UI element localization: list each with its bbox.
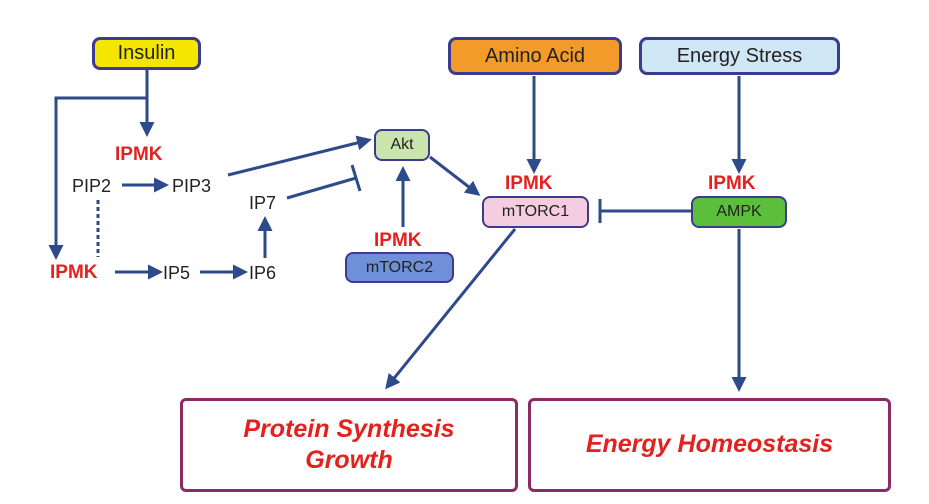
mtorc2-box: mTORC2 [345, 252, 454, 283]
arrow-insulin-to-ipmk-left [48, 96, 147, 260]
energy-stress-label: Energy Stress [676, 44, 803, 67]
pip2-label: PIP2 [72, 176, 112, 196]
mtorc1-label: mTORC1 [501, 203, 570, 220]
mtorc1-box: mTORC1 [482, 196, 589, 228]
protein-synthesis-line2: Growth [305, 446, 393, 474]
arrow-pip3-to-akt [227, 135, 372, 177]
energy-stress-box: Energy Stress [639, 37, 840, 75]
ip7-label: IP7 [249, 193, 277, 213]
ipmk-label-ip: IPMK [50, 262, 98, 283]
energy-homeostasis-label: Energy Homeostasis [585, 430, 834, 459]
ip6-label: IP6 [249, 263, 277, 283]
akt-label: Akt [390, 136, 414, 153]
ampk-label: AMPK [716, 203, 762, 220]
ipmk-label-pip: IPMK [115, 144, 163, 165]
amino-acid-label: Amino Acid [484, 44, 586, 67]
energy-homeostasis-box: Energy Homeostasis [528, 398, 891, 492]
arrow-akt-to-mtorc1 [429, 155, 481, 196]
ipmk-label-ampk: IPMK [708, 173, 756, 194]
insulin-box: Insulin [92, 37, 201, 70]
amino-acid-box: Amino Acid [448, 37, 622, 75]
inhibit-ip7-akt [286, 164, 362, 200]
mtorc2-label: mTORC2 [365, 258, 434, 276]
ampk-box: AMPK [691, 196, 787, 228]
akt-box: Akt [374, 129, 430, 161]
ip5-label: IP5 [163, 263, 191, 283]
insulin-label: Insulin [117, 42, 176, 64]
inhibit-ampk-mtorc1 [598, 199, 691, 223]
ipmk-label-mtorc2: IPMK [374, 230, 422, 251]
protein-synthesis-line1: Protein Synthesis [243, 414, 455, 443]
ipmk-label-mtorc1: IPMK [505, 173, 553, 194]
protein-synthesis-box: Protein Synthesis Growth [180, 398, 518, 492]
pip3-label: PIP3 [172, 176, 212, 196]
arrow-mtorc1-to-protein [385, 228, 517, 390]
